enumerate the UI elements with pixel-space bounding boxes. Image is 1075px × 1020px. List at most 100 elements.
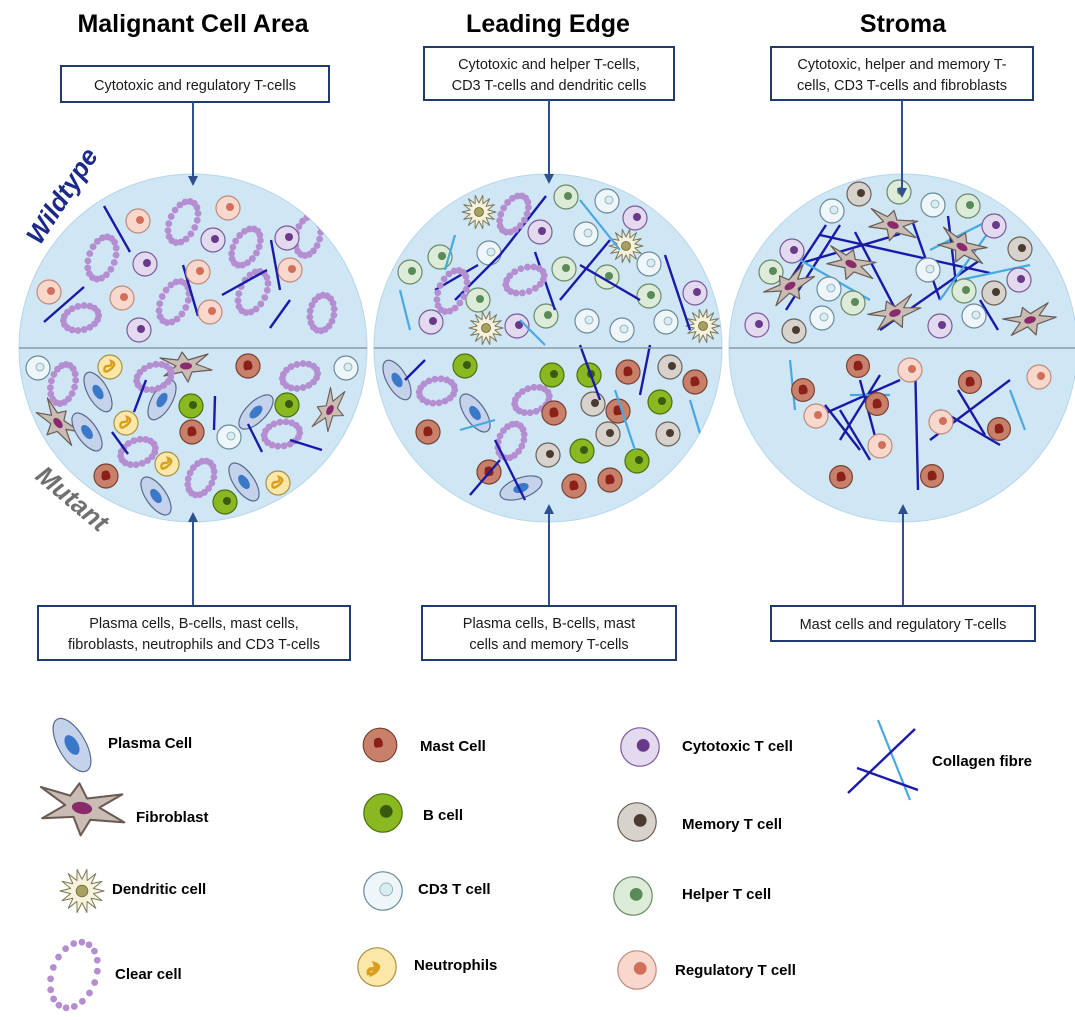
cell-helper xyxy=(465,287,491,313)
cell-mast xyxy=(845,354,870,379)
cell-regulatory xyxy=(197,299,223,325)
cell-fibroblast xyxy=(868,207,919,242)
cell-regulatory xyxy=(897,357,923,383)
cell-neutrophil xyxy=(265,470,291,496)
cell-regulatory xyxy=(1026,364,1052,390)
top-box-malignant: Cytotoxic and regulatory T-cells xyxy=(60,65,330,103)
cell-cd3 xyxy=(819,198,845,224)
cell-cytotoxic xyxy=(418,309,444,335)
cell-mast xyxy=(561,473,587,499)
cell-mast xyxy=(541,400,567,426)
collagen-fibre xyxy=(443,234,457,271)
cell-plasma xyxy=(238,394,274,430)
cell-cd3 xyxy=(594,188,620,214)
cell-clear xyxy=(502,263,548,297)
collagen-fibre xyxy=(956,389,987,436)
cell-cd3 xyxy=(363,871,403,911)
cell-cytotoxic xyxy=(200,227,226,253)
cell-plasma xyxy=(228,462,260,502)
cell-fibroblast xyxy=(762,264,816,307)
cell-regulatory xyxy=(617,950,657,990)
cell-fibroblast xyxy=(159,351,213,383)
cell-cd3 xyxy=(961,303,987,329)
collagen-fibre xyxy=(459,418,496,432)
cell-memory xyxy=(535,442,561,468)
cell-mast xyxy=(362,727,398,763)
cell-memory xyxy=(781,318,807,344)
legend-label-cytotoxic: Cytotoxic T cell xyxy=(682,738,793,755)
collagen-fibre xyxy=(212,395,217,431)
cell-fibroblast xyxy=(311,386,346,433)
cell-bcell xyxy=(363,793,403,833)
cell-plasma xyxy=(499,475,543,501)
legend-label-fibroblast: Fibroblast xyxy=(136,809,209,826)
top-box-stroma: Cytotoxic, helper and memory T- cells, C… xyxy=(770,46,1034,101)
collagen-fibre xyxy=(638,344,652,396)
cell-clear xyxy=(155,278,193,326)
cell-plasma xyxy=(71,412,103,452)
cell-memory xyxy=(1007,236,1033,262)
bottom-box-stroma: Mast cells and regulatory T-cells xyxy=(770,605,1036,642)
cell-cytotoxic xyxy=(927,313,953,339)
cell-neutrophil xyxy=(97,354,123,380)
collagen-fibre xyxy=(1008,389,1027,431)
cell-helper xyxy=(951,278,977,304)
cell-mast xyxy=(828,465,853,490)
cell-dendritic xyxy=(685,308,721,344)
cell-helper xyxy=(397,259,423,285)
cell-clear xyxy=(494,420,528,462)
legend-label-collagen: Collagen fibre xyxy=(932,753,1032,770)
circle-stroma xyxy=(728,173,1075,523)
legend-label-bcell: B cell xyxy=(423,807,463,824)
cell-mast xyxy=(790,378,815,403)
cell-helper xyxy=(551,256,577,282)
cell-cytotoxic xyxy=(132,251,158,277)
cell-helper xyxy=(533,303,559,329)
cell-memory xyxy=(655,421,681,447)
cell-neutrophil xyxy=(154,451,180,477)
cell-regulatory xyxy=(125,208,151,234)
cell-memory xyxy=(617,802,657,842)
legend-label-regulatory: Regulatory T cell xyxy=(675,962,796,979)
cell-cd3 xyxy=(809,305,835,331)
cell-mast xyxy=(597,467,623,493)
cell-dendritic xyxy=(59,869,105,913)
cell-clear xyxy=(496,192,532,236)
cell-mast xyxy=(682,369,708,395)
collagen-fibre xyxy=(559,239,611,301)
bottom-box-malignant: Plasma cells, B-cells, mast cells, fibro… xyxy=(37,605,351,661)
cell-memory xyxy=(595,421,621,447)
cell-neutrophil xyxy=(113,410,139,436)
cell-plasma xyxy=(83,371,113,413)
cell-clear xyxy=(278,360,322,392)
collagen-fibre xyxy=(493,439,527,501)
cell-helper xyxy=(553,184,579,210)
cell-cd3 xyxy=(574,308,600,334)
cell-cytotoxic xyxy=(274,225,300,251)
cell-cd3 xyxy=(573,221,599,247)
collagen-fibre xyxy=(978,299,1000,331)
cell-fibroblast xyxy=(1002,302,1057,336)
cell-bcell xyxy=(274,392,300,418)
cell-cytotoxic xyxy=(527,219,553,245)
legend-label-mast: Mast Cell xyxy=(420,738,486,755)
collagen-fibre xyxy=(102,205,132,253)
cell-helper xyxy=(840,290,866,316)
cell-cd3 xyxy=(816,276,842,302)
collagen-fibre xyxy=(613,389,637,451)
cell-cytotoxic xyxy=(1006,267,1032,293)
cell-mast xyxy=(957,370,982,395)
cell-dendritic xyxy=(461,194,497,230)
cell-clear xyxy=(228,225,264,269)
cell-mast xyxy=(235,353,261,379)
top-box-leading-line-2: CD3 T-cells and dendritic cells xyxy=(452,78,647,94)
cell-cytotoxic xyxy=(744,312,770,338)
collagen-fibre xyxy=(579,199,621,251)
cell-bcell xyxy=(569,438,595,464)
cell-clear xyxy=(84,233,120,283)
cell-cytotoxic xyxy=(620,727,660,767)
cell-bcell xyxy=(624,448,650,474)
cell-clear xyxy=(184,457,218,499)
top-box-stroma-line-2: cells, CD3 T-cells and fibroblasts xyxy=(797,78,1007,94)
cell-fibroblast xyxy=(39,782,126,837)
